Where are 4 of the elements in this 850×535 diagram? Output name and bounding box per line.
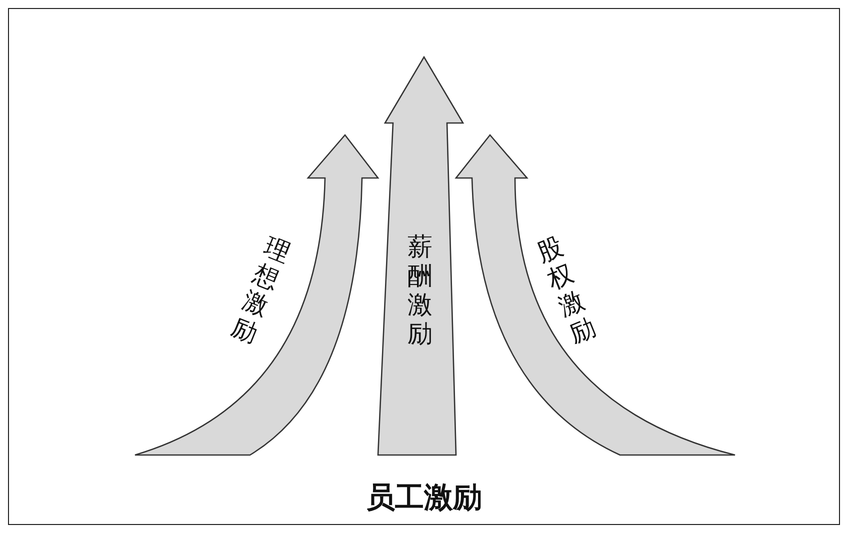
caption: 员工激励 bbox=[366, 479, 482, 516]
arrow-label: 股权激励 bbox=[532, 231, 600, 349]
arrow-label: 理想激励 bbox=[227, 231, 295, 349]
arrow-label: 薪酬激励 bbox=[407, 232, 433, 348]
